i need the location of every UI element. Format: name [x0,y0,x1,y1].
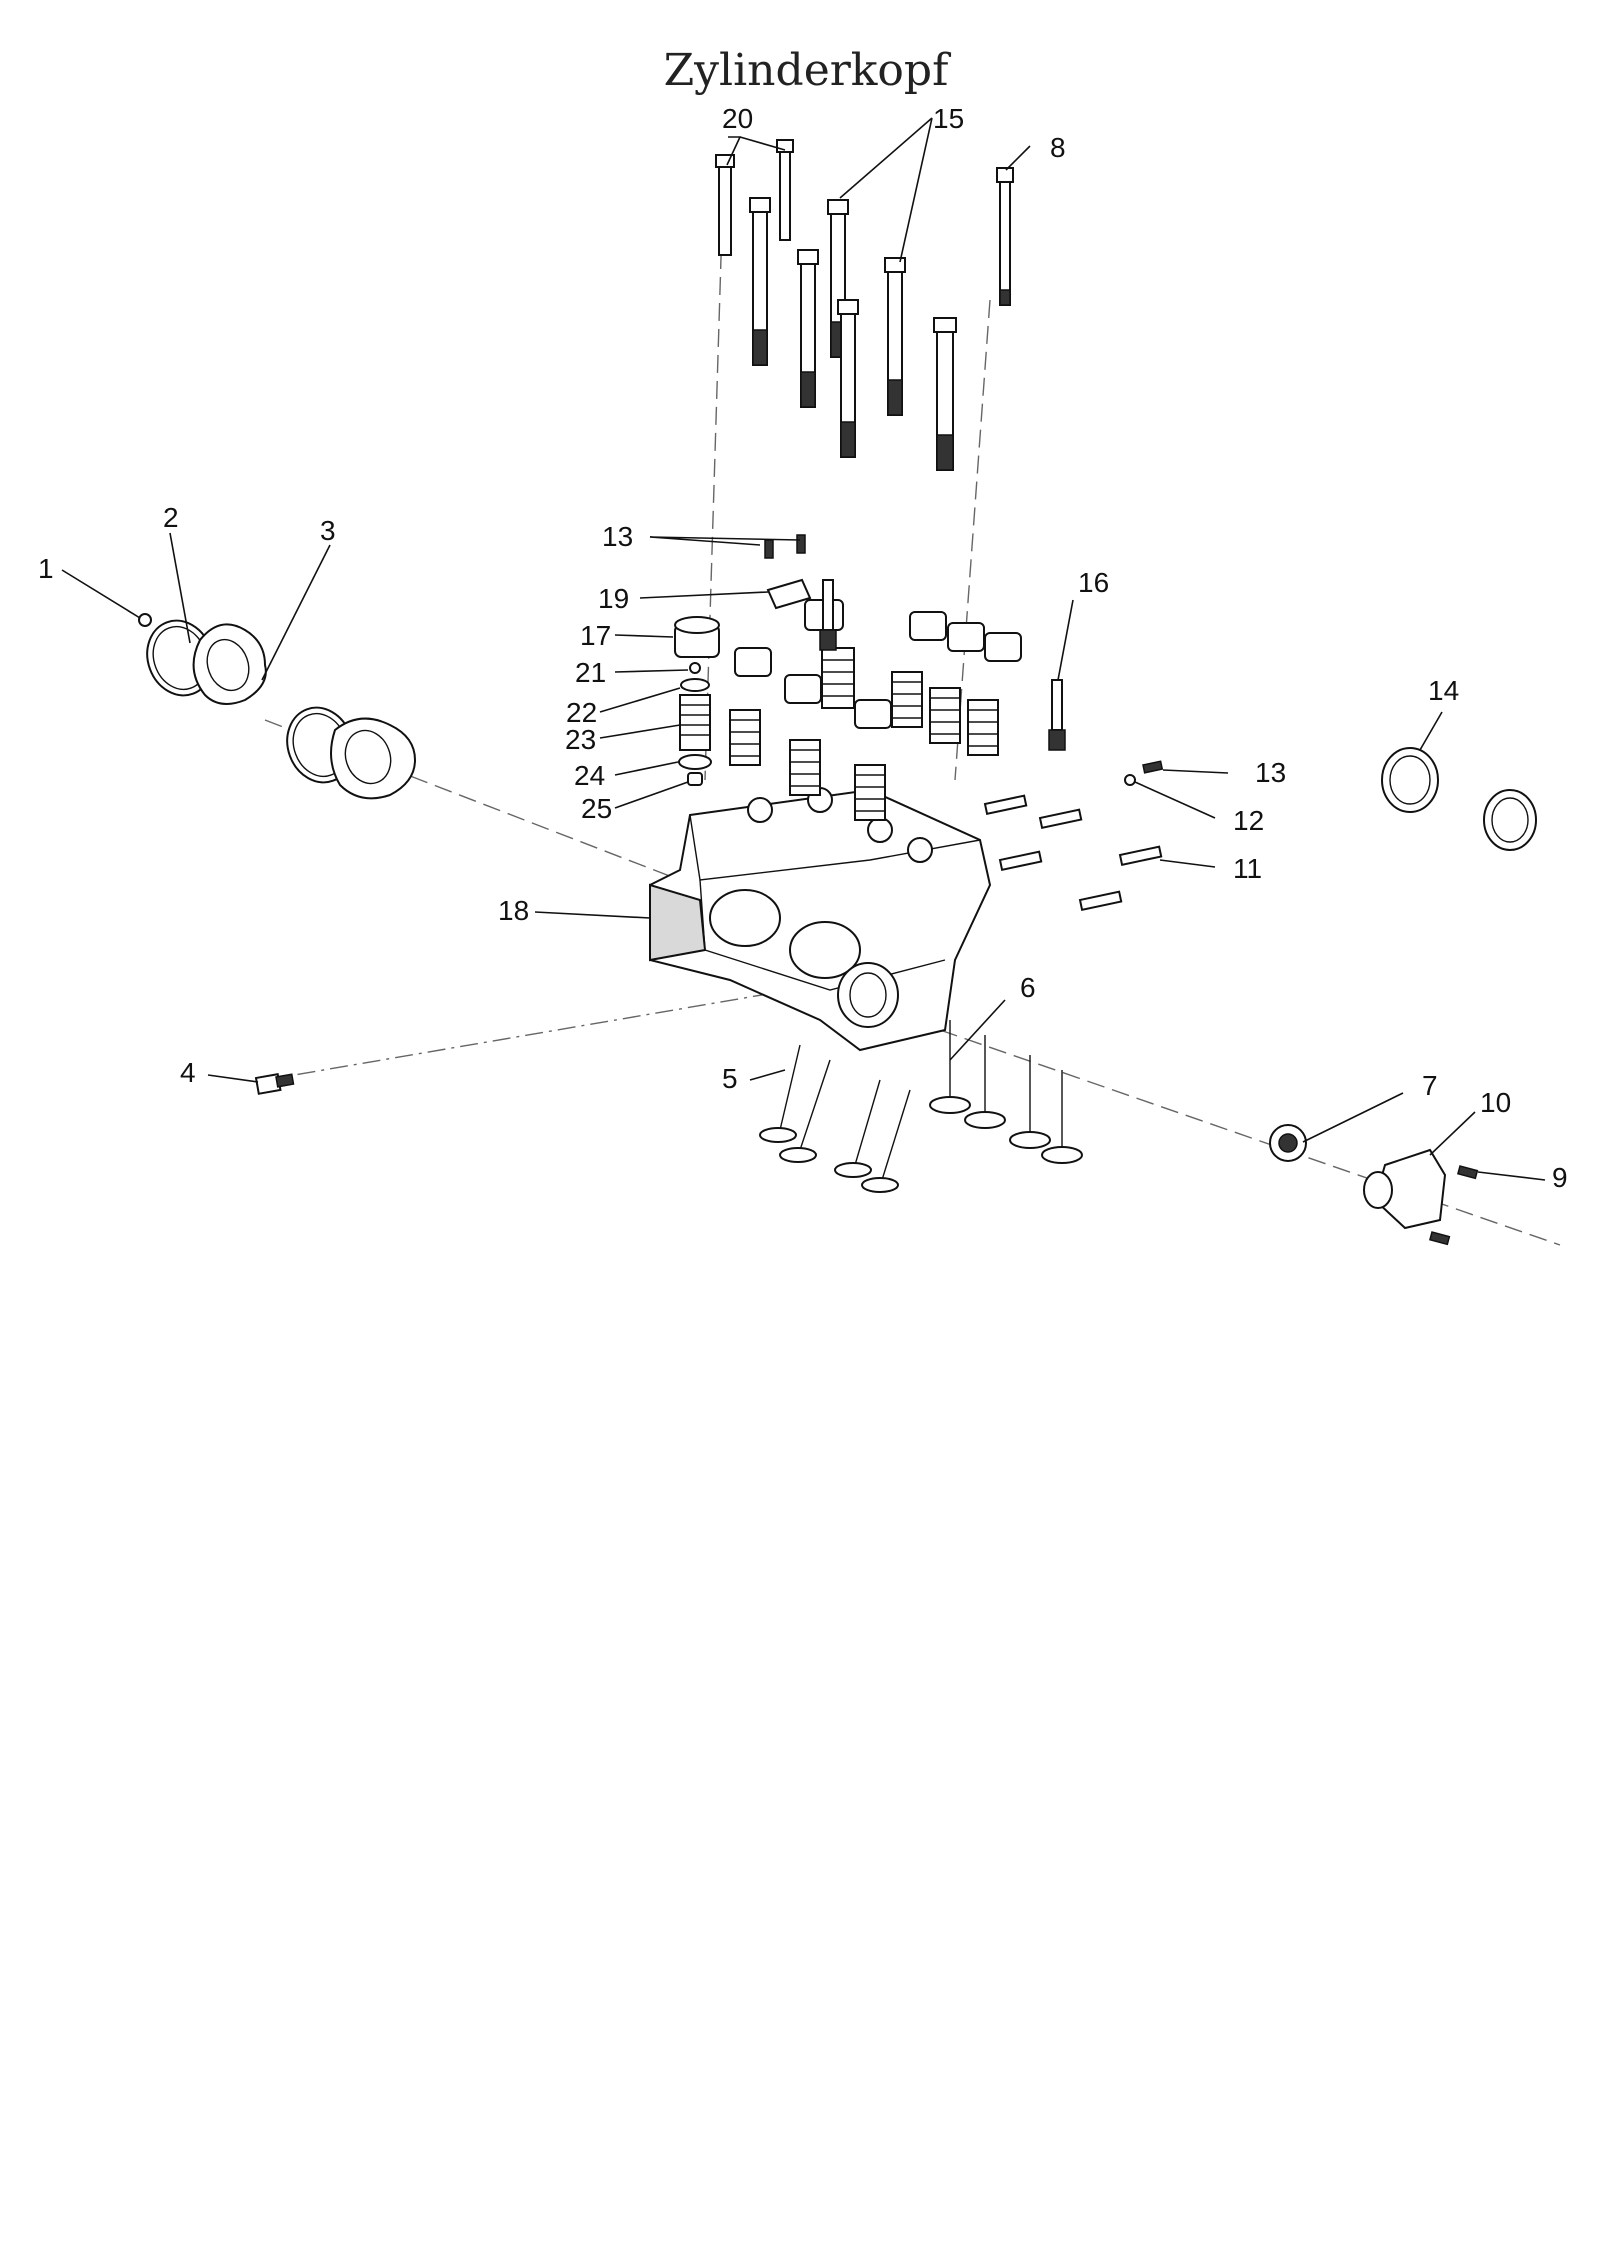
callout-12: 12 [1233,805,1264,836]
callout-7: 7 [1422,1070,1438,1101]
callout-17: 17 [580,620,611,651]
callout-2: 2 [163,502,179,533]
callout-4: 4 [180,1057,196,1088]
callout-25: 25 [581,793,612,824]
callout-19: 19 [598,583,629,614]
cover-plate [764,534,812,610]
construction-lines [264,224,1561,1246]
callout-11: 11 [1233,853,1262,884]
callout-22: 22 [566,697,597,728]
studs [983,760,1164,911]
exhaust-flanges [138,613,417,800]
callout-8: 8 [1050,132,1066,163]
gaskets [1381,747,1537,851]
callout-labels: 20 15 8 2 3 1 13 19 16 17 21 22 23 24 25… [38,103,1568,1193]
callout-21: 21 [575,657,606,688]
cylinder-head [649,787,992,1052]
callout-20: 20 [722,103,753,134]
callout-18: 18 [498,895,529,926]
leader-lines [61,117,1546,1181]
callout-5: 5 [722,1063,738,1094]
callout-9: 9 [1552,1162,1568,1193]
valve-train-left [674,616,720,786]
spark-plugs [819,579,1066,751]
callout-6: 6 [1020,972,1036,1003]
callout-15: 15 [933,103,964,134]
callout-14: 14 [1428,675,1459,706]
diagram-title: Zylinderkopf [664,45,951,96]
temperature-sensor [254,1073,295,1095]
thermostat-assembly [1269,1124,1479,1246]
callout-16: 16 [1078,567,1109,598]
callout-1: 1 [38,553,54,584]
valves [759,1020,1083,1193]
callout-3: 3 [320,515,336,546]
callout-24: 24 [574,760,605,791]
callout-13-right: 13 [1255,757,1286,788]
callout-13-top: 13 [602,521,633,552]
callout-10: 10 [1480,1087,1511,1118]
valve-train-center [729,599,1022,821]
head-bolts [715,139,1014,471]
callout-23: 23 [565,724,596,755]
